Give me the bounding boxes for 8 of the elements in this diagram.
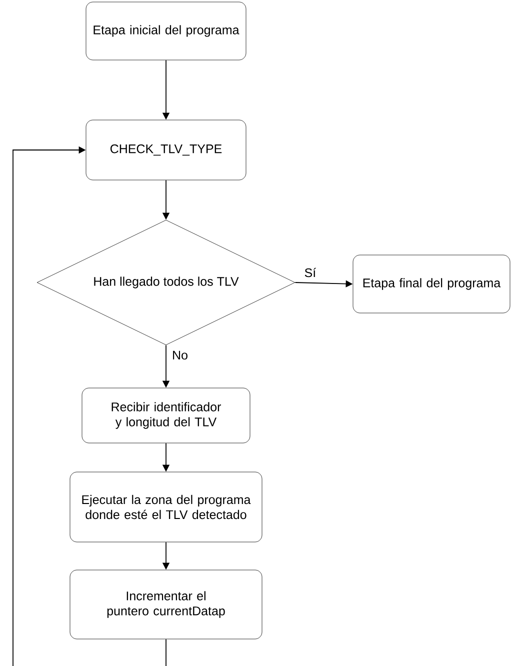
process-box: Etapa inicial del programa bbox=[86, 2, 246, 60]
process-box: Etapa final del programa bbox=[352, 254, 510, 314]
process-box: CHECK_TLV_TYPE bbox=[86, 120, 246, 180]
process-box: Recibir identificador y longitud del TLV bbox=[82, 388, 250, 444]
process-box: Ejecutar la zona del programa donde esté el TLV detectado bbox=[70, 472, 262, 542]
process-box: Incrementar el puntero currentDatap bbox=[70, 570, 262, 640]
edge-label: Sí bbox=[303, 266, 318, 278]
edge-label: No bbox=[171, 350, 189, 361]
